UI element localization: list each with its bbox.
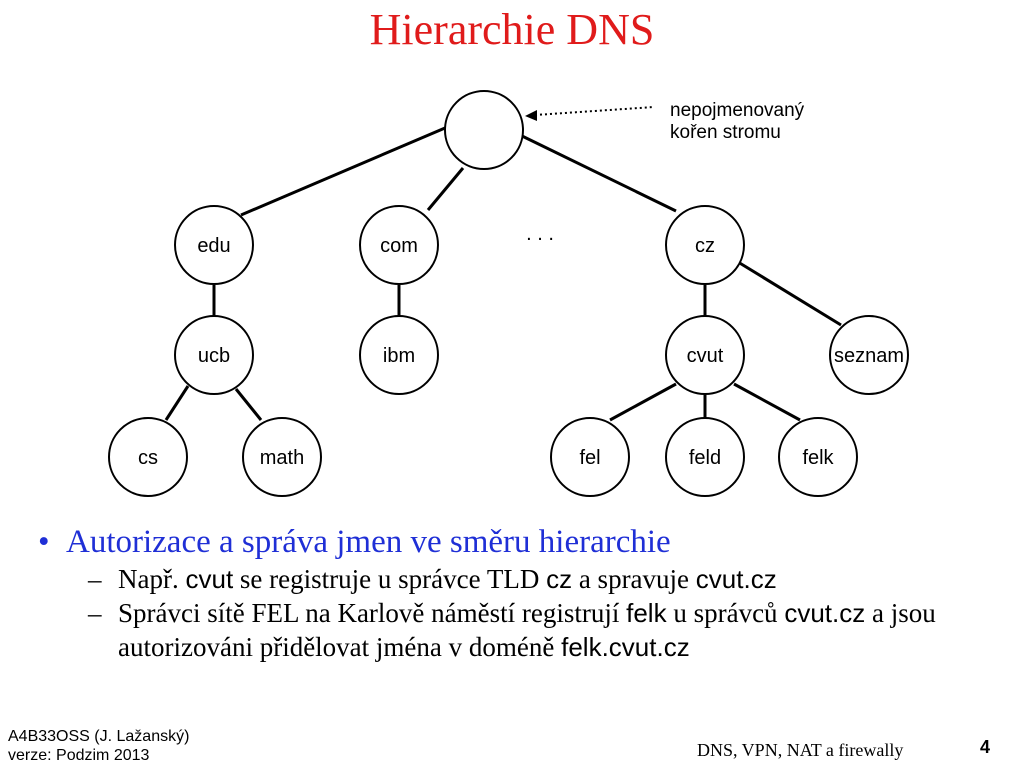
node-cz (665, 205, 745, 285)
node-cvut (665, 315, 745, 395)
bullet-list: • Autorizace a správa jmen ve směru hier… (38, 522, 998, 664)
label-cz: cz (695, 235, 715, 257)
label-edu: edu (197, 235, 230, 257)
node-cs (108, 417, 188, 497)
annotation-arrowhead (525, 110, 537, 121)
edge-root-cz (519, 133, 677, 213)
footer-topic: DNS, VPN, NAT a firewally (697, 740, 904, 760)
label-cs: cs (138, 447, 158, 469)
dash-marker: – (88, 564, 102, 594)
label-felk: felk (802, 447, 834, 469)
bullet-main: • Autorizace a správa jmen ve směru hier… (38, 522, 998, 562)
node-edu (174, 205, 254, 285)
node-feld (665, 417, 745, 497)
footer-author-block: A4B33OSS (J. Lažanský) verze: Podzim 201… (8, 727, 189, 765)
footer-author: A4B33OSS (J. Lažanský) (8, 728, 190, 745)
root-annotation: nepojmenovaný kořen stromu (670, 100, 809, 143)
node-math (242, 417, 322, 497)
root-annotation-line2: kořen stromu (670, 122, 781, 143)
page-number: 4 (980, 737, 991, 757)
label-feld: feld (689, 447, 721, 469)
dash-marker: – (88, 598, 102, 628)
bullet-main-text: Autorizace a správa jmen ve směru hierar… (66, 524, 671, 560)
edge-cz-seznam (737, 260, 842, 327)
node-seznam (829, 315, 909, 395)
sub-bullet-2-text: Správci sítě FEL na Karlově náměstí regi… (118, 598, 936, 662)
siblings-ellipsis: . . . (526, 223, 554, 245)
edge-root-com (426, 167, 465, 211)
sub-bullet-1: – Např. cvut se registruje u správce TLD… (88, 562, 998, 596)
node-fel (550, 417, 630, 497)
annotation-arrow-line (534, 106, 655, 116)
sub-bullet-2: – Správci sítě FEL na Karlově náměstí re… (88, 596, 998, 664)
node-com (359, 205, 439, 285)
label-com: com (380, 235, 418, 257)
dns-tree-diagram: edu com cz ucb ibm cvut seznam cs math f… (108, 90, 909, 497)
bullet-dot: • (38, 524, 50, 560)
edge-root-edu (240, 126, 446, 217)
label-cvut: cvut (687, 345, 724, 367)
edge-cvut-fel (609, 382, 677, 422)
edge-ucb-math (234, 388, 263, 421)
node-ibm (359, 315, 439, 395)
root-node (444, 90, 524, 170)
label-math: math (260, 447, 304, 469)
sub-bullet-1-text: Např. cvut se registruje u správce TLD c… (118, 564, 777, 594)
edge-ucb-cs (164, 385, 190, 421)
label-ibm: ibm (383, 345, 415, 367)
footer-version: verze: Podzim 2013 (8, 747, 150, 764)
slide-title: Hierarchie DNS (369, 5, 655, 54)
edge-cvut-felk (733, 382, 801, 422)
node-felk (778, 417, 858, 497)
label-ucb: ucb (198, 345, 230, 367)
label-seznam: seznam (834, 345, 904, 367)
node-ucb (174, 315, 254, 395)
root-annotation-line1: nepojmenovaný (670, 100, 805, 121)
label-fel: fel (579, 447, 600, 469)
